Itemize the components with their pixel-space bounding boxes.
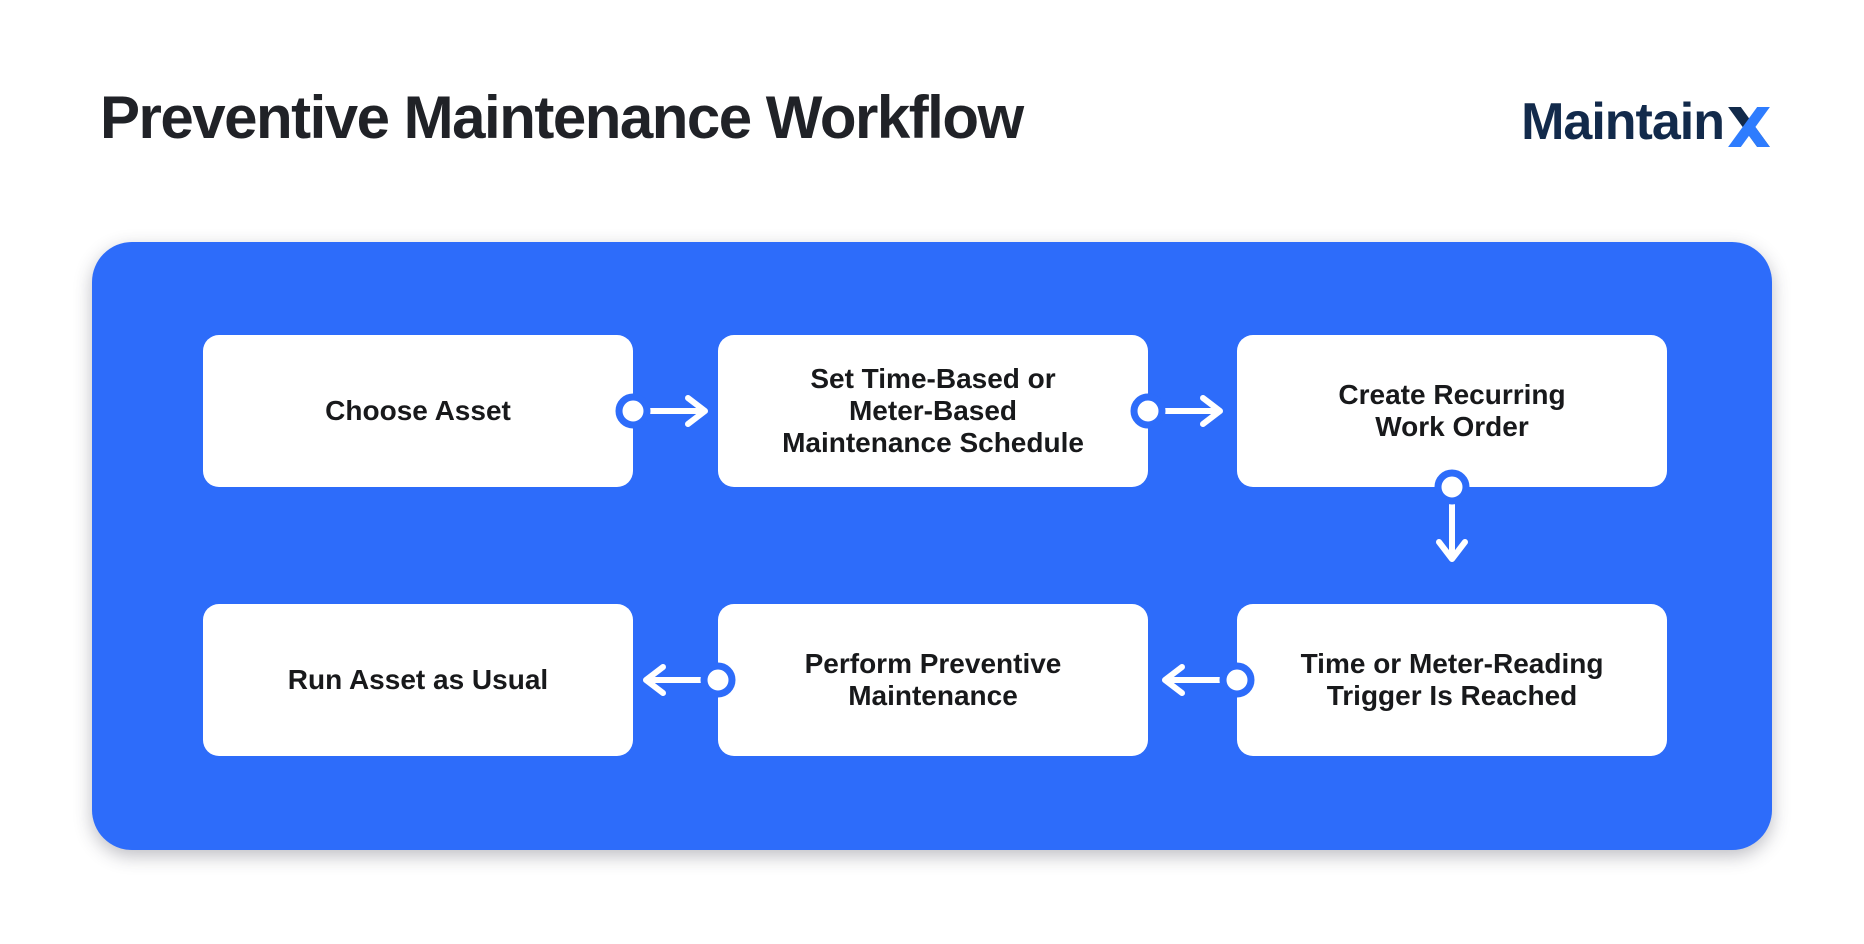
node-set-schedule: Set Time-Based or Meter-Based Maintenanc… bbox=[718, 335, 1148, 487]
arrow-down-icon bbox=[1434, 469, 1470, 562]
arrow-left-icon bbox=[1162, 662, 1255, 698]
node-create-work-order: Create Recurring Work Order bbox=[1237, 335, 1667, 487]
maintainx-wordmark: Maintain bbox=[1521, 93, 1725, 151]
arrow-right-icon bbox=[1130, 393, 1223, 429]
node-trigger-reached: Time or Meter-Reading Trigger Is Reached bbox=[1237, 604, 1667, 756]
node-choose-asset: Choose Asset bbox=[203, 335, 633, 487]
arrow-right-icon bbox=[615, 393, 708, 429]
arrow-left-icon bbox=[643, 662, 736, 698]
workflow-container: Choose Asset Set Time-Based or Meter-Bas… bbox=[92, 242, 1772, 850]
maintainx-logo: Maintain bbox=[1521, 96, 1772, 148]
node-perform-maintenance: Perform Preventive Maintenance bbox=[718, 604, 1148, 756]
page-title: Preventive Maintenance Workflow bbox=[100, 84, 1024, 151]
maintainx-x-icon bbox=[1728, 107, 1770, 147]
node-run-asset: Run Asset as Usual bbox=[203, 604, 633, 756]
